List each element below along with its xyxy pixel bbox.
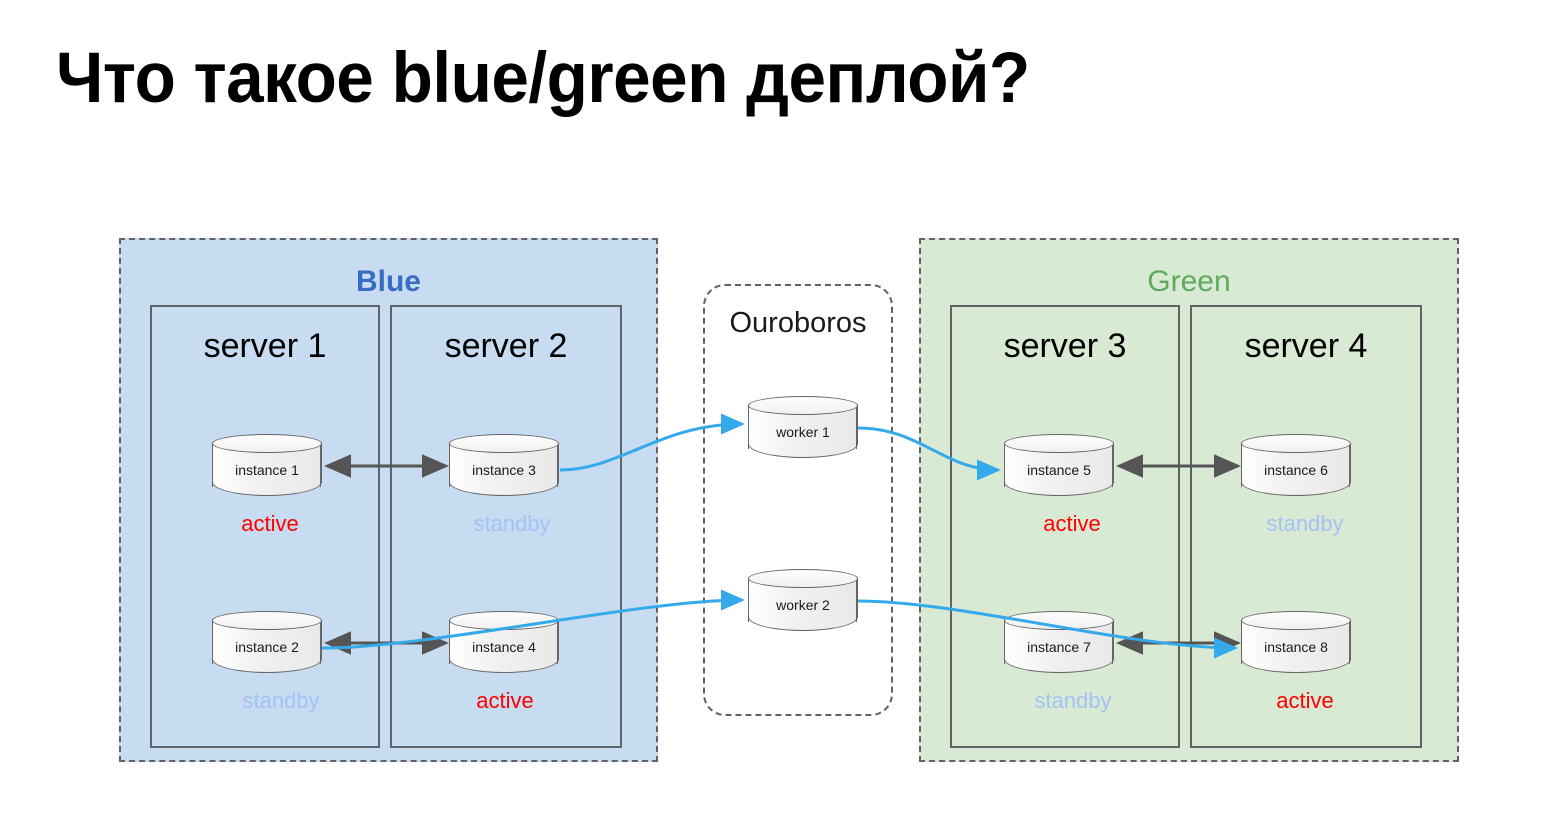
zone-green: Green server 3 server 4: [919, 238, 1459, 762]
server-box-server-3: server 3: [950, 305, 1180, 748]
cylinder-side-right: [320, 443, 322, 487]
cylinder-instance-3[interactable]: instance 3: [449, 434, 559, 496]
cylinder-instance-5[interactable]: instance 5: [1004, 434, 1114, 496]
zone-ouroboros-title: Ouroboros: [729, 307, 867, 339]
zone-ouroboros: Ouroboros: [703, 284, 893, 716]
cylinder-instance-8[interactable]: instance 8: [1241, 611, 1351, 673]
cylinder-side-right: [856, 405, 858, 449]
server-1-label: server 1: [203, 327, 327, 365]
cylinder-side-right: [1112, 443, 1114, 487]
state-instance-1: active: [241, 511, 299, 536]
instance-4-label: instance 4: [472, 639, 536, 655]
cylinder-side-left: [748, 405, 749, 449]
cylinder-instance-7[interactable]: instance 7: [1004, 611, 1114, 673]
cylinder-side-left: [212, 620, 213, 664]
page-title: Что такое blue/green деплой?: [56, 39, 1030, 118]
cylinder-side-left: [748, 578, 749, 622]
server-box-server-1: server 1: [150, 305, 380, 748]
cylinder-top-cap: [449, 611, 559, 630]
instance-6-label: instance 6: [1264, 462, 1328, 478]
cylinder-side-right: [1349, 443, 1351, 487]
cylinder-instance-6[interactable]: instance 6: [1241, 434, 1351, 496]
server-2-label: server 2: [444, 327, 568, 365]
cylinder-worker-2[interactable]: worker 2: [748, 569, 858, 631]
instance-7-label: instance 7: [1027, 639, 1091, 655]
cylinder-top-cap: [212, 611, 322, 630]
cylinder-top-cap: [212, 434, 322, 453]
state-instance-8: active: [1276, 688, 1334, 713]
cylinder-worker-1[interactable]: worker 1: [748, 396, 858, 458]
cylinder-top-cap: [748, 396, 858, 415]
cylinder-side-right: [320, 620, 322, 664]
cylinder-top-cap: [449, 434, 559, 453]
cylinder-side-left: [449, 443, 450, 487]
zone-blue: Blue server 1 server 2: [119, 238, 658, 762]
cylinder-top-cap: [1004, 434, 1114, 453]
instance-8-label: instance 8: [1264, 639, 1328, 655]
instance-2-label: instance 2: [235, 639, 299, 655]
server-4-label: server 4: [1244, 327, 1368, 365]
worker-1-label: worker 1: [776, 424, 830, 440]
cylinder-top-cap: [1241, 434, 1351, 453]
cylinder-side-left: [1241, 443, 1242, 487]
cylinder-side-left: [212, 443, 213, 487]
cylinder-side-right: [856, 578, 858, 622]
instance-3-label: instance 3: [472, 462, 536, 478]
state-instance-5: active: [1043, 511, 1101, 536]
cylinder-top-cap: [1004, 611, 1114, 630]
worker-2-label: worker 2: [776, 597, 830, 613]
cylinder-side-right: [1349, 620, 1351, 664]
instance-5-label: instance 5: [1027, 462, 1091, 478]
cylinder-instance-4[interactable]: instance 4: [449, 611, 559, 673]
cylinder-top-cap: [1241, 611, 1351, 630]
state-instance-6: standby: [1266, 511, 1344, 536]
server-box-server-4: server 4: [1190, 305, 1422, 748]
state-instance-3: standby: [473, 511, 551, 536]
state-instance-4: active: [476, 688, 534, 713]
instance-1-label: instance 1: [235, 462, 299, 478]
state-instance-2: standby: [242, 688, 320, 713]
cylinder-instance-2[interactable]: instance 2: [212, 611, 322, 673]
cylinder-instance-1[interactable]: instance 1: [212, 434, 322, 496]
server-3-label: server 3: [1003, 327, 1127, 365]
cylinder-side-left: [1241, 620, 1242, 664]
zone-green-title: Green: [1147, 265, 1231, 298]
cylinder-side-left: [1004, 443, 1005, 487]
cylinder-side-right: [557, 443, 559, 487]
zone-blue-title: Blue: [355, 265, 421, 298]
server-box-server-2: server 2: [390, 305, 622, 748]
cylinder-top-cap: [748, 569, 858, 588]
state-instance-7: standby: [1034, 688, 1112, 713]
